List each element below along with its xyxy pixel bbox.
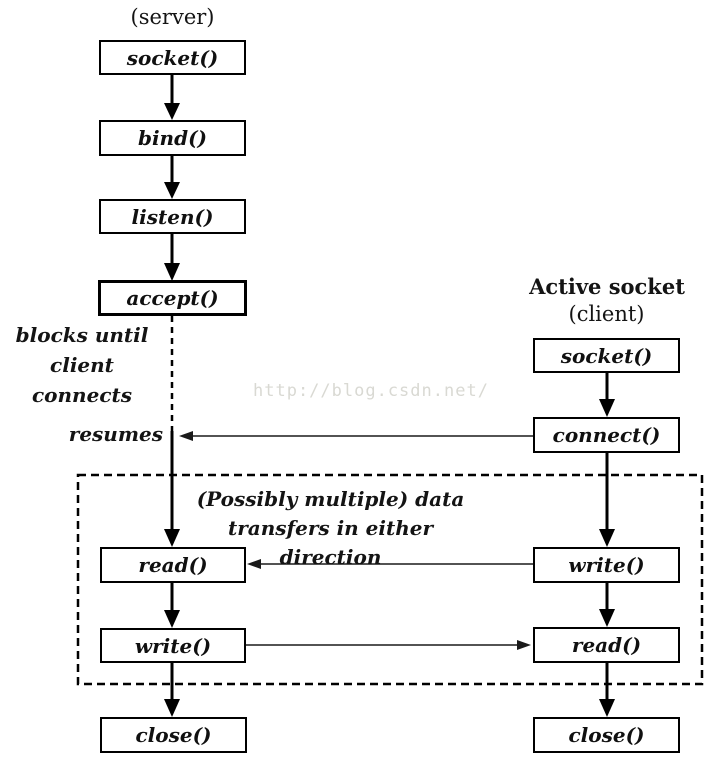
transfer-note-line1: (Possibly multiple) data	[196, 487, 465, 511]
transfer-note: (Possibly multiple) data transfers in ei…	[178, 485, 483, 572]
resumes-note: resumes	[68, 422, 163, 446]
watermark-text: http://blog.csdn.net/	[253, 381, 489, 401]
connect-to-resumes-arrow	[179, 431, 533, 441]
client-box-write: write()	[533, 547, 680, 583]
server-column-label: (server)	[130, 5, 215, 29]
server-box-socket: socket()	[99, 40, 246, 75]
blocks-until-line2: client connects	[32, 353, 132, 407]
client-box-close: close()	[533, 717, 680, 753]
blocks-until-line1: blocks until	[15, 323, 149, 347]
server-box-accept: accept()	[98, 280, 247, 316]
client-box-socket: socket()	[533, 338, 680, 373]
client-column-label: (client)	[568, 302, 645, 326]
server-write-to-client-read-arrow	[245, 640, 531, 650]
server-box-close: close()	[100, 717, 247, 753]
active-socket-heading: Active socket	[529, 274, 685, 299]
blocks-until-note: blocks until client connects	[2, 320, 162, 410]
client-box-read: read()	[533, 627, 680, 663]
transfer-note-line2: transfers in either direction	[227, 516, 434, 569]
server-flow-arrows	[164, 75, 180, 717]
server-box-listen: listen()	[99, 199, 246, 234]
client-box-connect: connect()	[533, 417, 680, 453]
server-box-write: write()	[100, 628, 246, 663]
server-box-bind: bind()	[99, 120, 246, 156]
